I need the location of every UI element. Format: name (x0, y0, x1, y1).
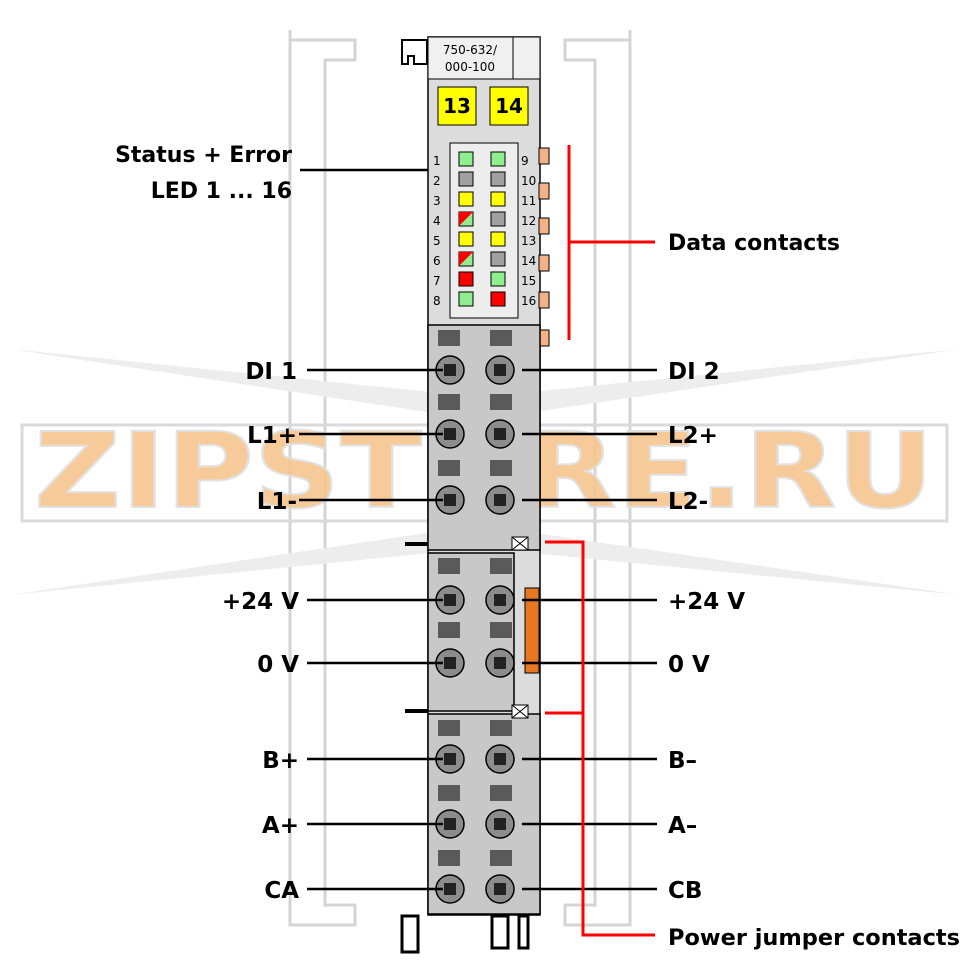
part-number-line1: 750-632/ (443, 43, 498, 57)
label-Aminus: A– (668, 813, 697, 839)
terminal-L2plus (485, 419, 515, 449)
led-8 (458, 291, 474, 307)
part-number-line2: 000-100 (445, 60, 495, 74)
terminal-L1plus (435, 419, 465, 449)
terminal-24V-right (485, 585, 515, 615)
led-4-red-half (459, 212, 473, 226)
led-10 (490, 171, 506, 187)
terminal-CA (435, 874, 465, 904)
label-CA: CA (264, 878, 299, 904)
label-L1plus: L1+ (247, 423, 297, 449)
led-13 (490, 231, 506, 247)
led-7 (458, 271, 474, 287)
led-6-red-half (459, 252, 473, 266)
led-numbers-left: 1 2 3 4 5 6 7 8 (433, 154, 441, 308)
led-12 (490, 211, 506, 227)
data-contacts (538, 147, 550, 347)
label-24V-right: +24 V (668, 589, 745, 615)
jumper-connector-top (511, 536, 529, 551)
terminal-Aplus (435, 809, 465, 839)
led-column-left (458, 151, 474, 307)
marker-label-13: 13 (443, 94, 471, 118)
label-Bplus: B+ (262, 748, 299, 774)
led-9 (490, 151, 506, 167)
plate-tab (512, 37, 540, 80)
label-Aplus: A+ (262, 813, 299, 839)
power-jumper-contacts-label: Power jumper contacts (668, 926, 960, 951)
bottom-latch-right2 (517, 914, 530, 950)
terminal-L1minus (435, 485, 465, 515)
callout-power-jumper (545, 540, 655, 937)
din-rail-outline (288, 30, 632, 927)
led-number-14: 14 (521, 254, 536, 268)
screw-terminals (435, 355, 515, 904)
label-24V-left: +24 V (222, 589, 299, 615)
label-DI2: DI 2 (668, 359, 720, 385)
status-label-line1: Status + Error (115, 143, 292, 168)
leader-lines (299, 168, 657, 891)
right-terminal-labels: DI 2 L2+ L2- +24 V 0 V B– A– CB (668, 359, 745, 904)
led-number-3: 3 (433, 194, 441, 208)
led-number-9: 9 (521, 154, 529, 168)
label-L2plus: L2+ (668, 423, 718, 449)
terminal-CB (485, 874, 515, 904)
led-number-5: 5 (433, 234, 441, 248)
led-number-15: 15 (521, 274, 536, 288)
led-number-2: 2 (433, 174, 441, 188)
led-number-16: 16 (521, 294, 536, 308)
data-contacts-label: Data contacts (668, 231, 840, 256)
status-label-line2: LED 1 ... 16 (151, 179, 292, 204)
part-number-plate (427, 36, 541, 80)
led-number-8: 8 (433, 294, 441, 308)
led-number-7: 7 (433, 274, 441, 288)
led-3 (458, 191, 474, 207)
marker-card-14 (489, 86, 529, 126)
led-number-10: 10 (521, 174, 536, 188)
bottom-latch-left (400, 914, 420, 954)
terminal-Aminus (485, 809, 515, 839)
marker-card-13 (437, 86, 477, 126)
led-column-right (490, 151, 506, 307)
led-15 (490, 271, 506, 287)
bottom-latch-right (490, 914, 510, 950)
callout-data-contacts (567, 145, 655, 340)
terminal-L2minus (485, 485, 515, 515)
label-Bminus: B– (668, 748, 697, 774)
led-number-12: 12 (521, 214, 536, 228)
led-number-13: 13 (521, 234, 536, 248)
release-slots (438, 330, 512, 866)
led-14 (490, 251, 506, 267)
led-11 (490, 191, 506, 207)
led-5 (458, 231, 474, 247)
terminal-0V-left (435, 648, 465, 678)
led-1 (458, 151, 474, 167)
label-L1minus: L1- (257, 489, 297, 515)
top-latch (401, 39, 428, 65)
power-jumper-bar (524, 587, 540, 674)
led-16 (490, 291, 506, 307)
terminal-Bminus (485, 744, 515, 774)
led-numbers-right: 9 10 11 12 13 14 15 16 (521, 154, 536, 308)
label-L2minus: L2- (668, 489, 708, 515)
led-2 (458, 171, 474, 187)
led-number-6: 6 (433, 254, 441, 268)
label-0V-left: 0 V (257, 652, 299, 678)
terminal-DI2 (485, 355, 515, 385)
terminal-0V-right (485, 648, 515, 678)
led-number-4: 4 (433, 214, 441, 228)
label-DI1: DI 1 (245, 359, 297, 385)
led-number-11: 11 (521, 194, 536, 208)
left-terminal-labels: DI 1 L1+ L1- +24 V 0 V B+ A+ CA (222, 359, 299, 904)
label-CB: CB (668, 878, 702, 904)
jumper-connector-bottom (511, 704, 529, 719)
led-number-1: 1 (433, 154, 441, 168)
terminal-DI1 (435, 355, 465, 385)
label-0V-right: 0 V (668, 652, 710, 678)
marker-label-14: 14 (495, 94, 523, 118)
